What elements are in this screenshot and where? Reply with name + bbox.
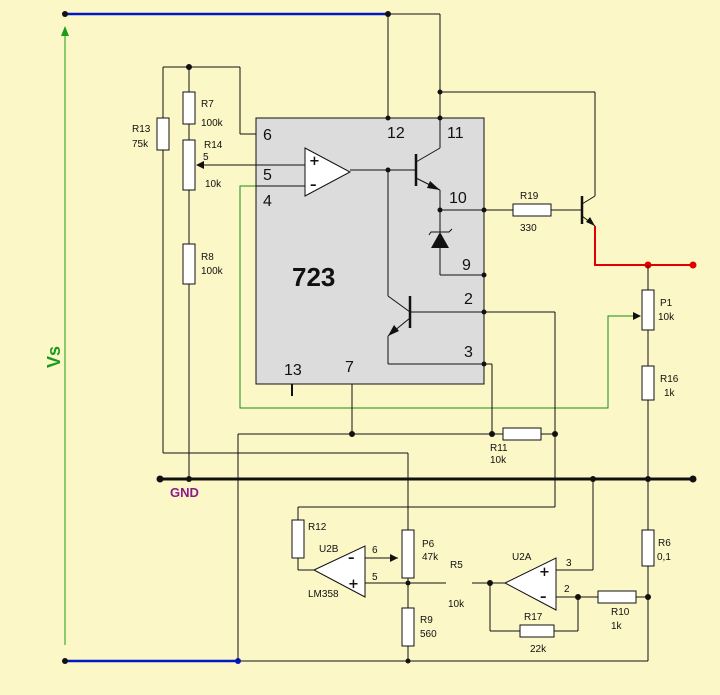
r9-name: R9 <box>420 615 433 626</box>
r11-name: R11 <box>490 443 508 454</box>
r12-name: R12 <box>308 522 327 533</box>
ic-pin-12: 12 <box>387 125 405 142</box>
ic-internal-wiring <box>256 14 484 396</box>
resistor-r10 <box>597 590 637 604</box>
ic-pin-9: 9 <box>462 257 471 274</box>
vs-label: Vs <box>44 346 64 368</box>
triangle-opamp-icon: + – <box>304 147 352 197</box>
resistor-r19 <box>512 203 552 217</box>
r6-value: 0,1 <box>657 552 671 563</box>
r14-wiper: 5 <box>203 152 209 163</box>
ic-pin-10: 10 <box>449 190 467 207</box>
r7-name: R7 <box>201 99 214 110</box>
ic-pin-5: 5 <box>263 167 272 184</box>
npn-transistor-icon <box>414 147 441 191</box>
vs-arrow <box>61 26 69 645</box>
r19-name: R19 <box>520 191 539 202</box>
resistor-r13 <box>156 117 170 151</box>
u2a-pin-minus: 2 <box>564 584 570 595</box>
r14-value: 10k <box>205 179 222 190</box>
r19-value: 330 <box>520 223 537 234</box>
lm358-wiring <box>365 479 648 664</box>
p1-value: 10k <box>658 312 675 323</box>
r10-value: 1k <box>611 621 623 632</box>
negative-supply-rail <box>62 658 648 664</box>
gnd-label: GND <box>170 485 199 500</box>
ic-723-body <box>255 117 485 385</box>
svg-text:+: + <box>348 577 359 592</box>
r8-name: R8 <box>201 252 214 263</box>
positive-supply-rail <box>62 11 440 17</box>
resistor-r11 <box>502 427 542 441</box>
ic-pin-3: 3 <box>464 344 473 361</box>
r7-value: 100k <box>201 118 224 129</box>
r5-value: 10k <box>448 599 465 610</box>
u2a-pin-plus: 3 <box>566 558 572 569</box>
feedback-wire <box>239 185 641 409</box>
output-wire <box>594 226 697 269</box>
resistor-r9 <box>401 607 415 647</box>
r17-name: R17 <box>524 612 543 623</box>
resistor-r8 <box>182 243 196 285</box>
ic-pin-11: 11 <box>447 125 464 142</box>
resistor-r12 <box>291 519 305 559</box>
ic-pin-2: 2 <box>464 291 473 308</box>
ic-pin-4: 4 <box>263 193 272 210</box>
potentiometer-p1 <box>641 289 655 331</box>
r16-name: R16 <box>660 374 679 385</box>
svg-text:+: + <box>309 154 320 169</box>
output-stage-wiring <box>237 91 596 661</box>
right-divider-wires <box>645 265 651 661</box>
u2b-opamp-icon: – + <box>312 545 366 598</box>
r10-name: R10 <box>611 607 630 618</box>
resistor-r6 <box>641 529 655 567</box>
lm358-label: LM358 <box>308 589 339 600</box>
u2b-pin-plus: 5 <box>372 572 378 583</box>
p6-value: 47k <box>422 552 439 563</box>
r16-value: 1k <box>664 388 676 399</box>
resistor-r16 <box>641 365 655 401</box>
zener-diode-icon <box>428 228 453 248</box>
potentiometer-r14 <box>182 139 196 191</box>
r14-name: R14 <box>204 140 223 151</box>
p6-name: P6 <box>422 539 435 550</box>
r6-name: R6 <box>658 538 671 549</box>
u2a-name: U2A <box>512 552 532 563</box>
svg-text:–: – <box>310 178 317 193</box>
u2b-name: U2B <box>319 544 339 555</box>
ic-pin-13: 13 <box>284 362 302 379</box>
ic-pin-6: 6 <box>263 127 272 144</box>
left-divider-wires <box>162 64 409 530</box>
ic-pin-7: 7 <box>345 359 354 376</box>
current-limit-transistor-icon <box>387 295 412 337</box>
p1-name: P1 <box>660 298 673 309</box>
r5-name: R5 <box>450 560 463 571</box>
r11-value: 10k <box>490 455 507 466</box>
u2b-pin-minus: 6 <box>372 545 378 556</box>
ic-723-label: 723 <box>292 262 335 292</box>
r9-value: 560 <box>420 629 437 640</box>
svg-text:–: – <box>348 551 355 566</box>
svg-text:–: – <box>540 590 547 605</box>
r17-value: 22k <box>530 644 547 655</box>
output-transistor-icon <box>580 195 596 227</box>
potentiometer-p6 <box>401 529 415 579</box>
r13-name: R13 <box>132 124 151 135</box>
u2a-opamp-icon: + – <box>503 557 557 611</box>
svg-text:+: + <box>539 565 550 580</box>
r13-value: 75k <box>132 139 149 150</box>
resistor-r17 <box>519 624 555 638</box>
resistor-r7 <box>182 91 196 125</box>
r8-value: 100k <box>201 266 224 277</box>
